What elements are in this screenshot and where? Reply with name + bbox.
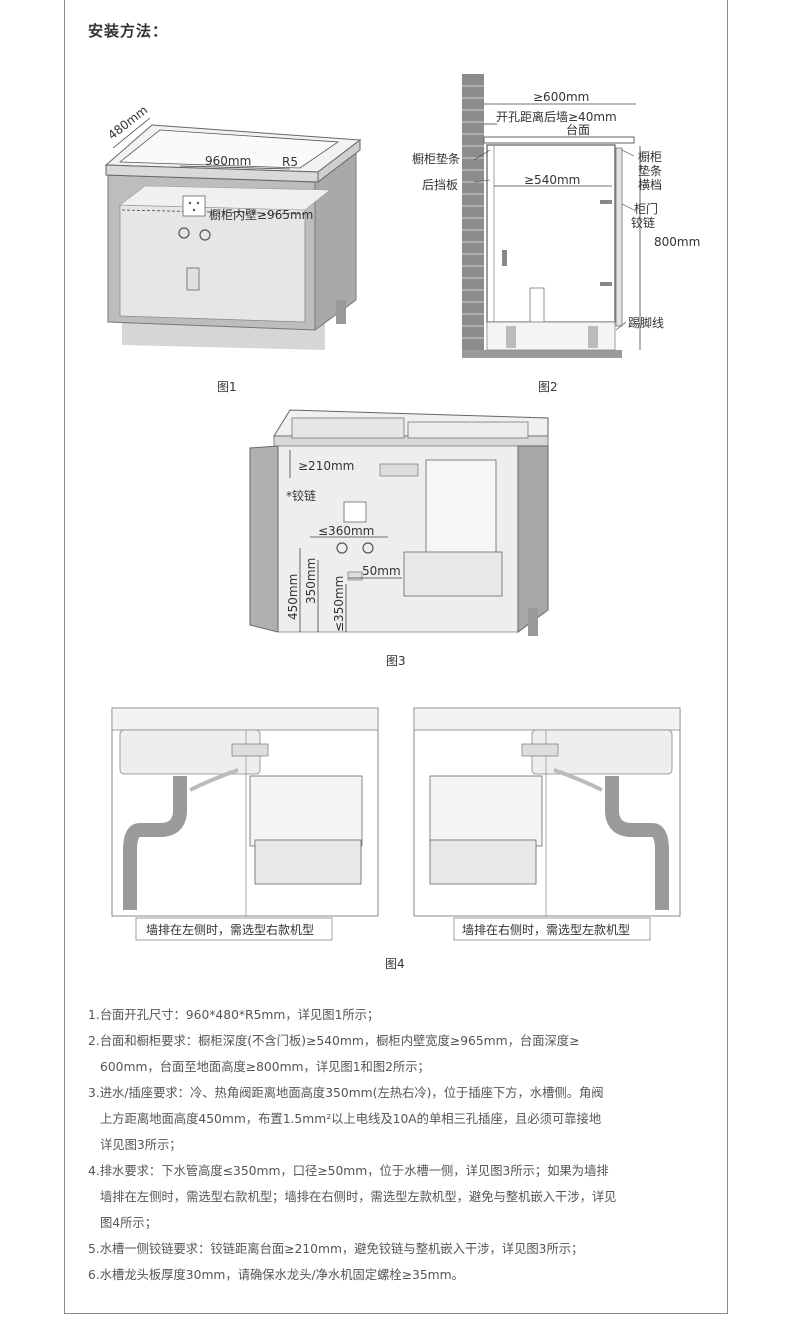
- figure-4-right: 墙排在右侧时，需选型左款机型: [413, 707, 681, 941]
- fig2-caption: 图2: [538, 380, 558, 394]
- note-2b: 600mm，台面至地面高度≥800mm，详见图1和图2所示；: [100, 1060, 430, 1074]
- fig3-caption: 图3: [386, 654, 406, 668]
- fig4-caption: 图4: [385, 957, 405, 971]
- fig1-width-label: 960mm: [205, 154, 251, 168]
- fig2-pad-right2: 垫条: [638, 163, 662, 178]
- fig2-depth540-label: ≥540mm: [524, 173, 580, 187]
- note-4a: 4.排水要求：下水管高度≤350mm，口径≥50mm，位于水槽一侧，详见图3所示…: [88, 1164, 609, 1178]
- fig3-d350: ≤350mm: [332, 576, 346, 632]
- fig3-hinge-dist: ≥210mm: [298, 459, 354, 473]
- fig2-back-panel-label: 后挡板: [422, 178, 458, 192]
- figure-1: 480mm 960mm R5 橱柜内壁≥965mm: [104, 103, 362, 350]
- note-6: 6.水槽龙头板厚度30mm，请确保水龙头/净水机固定螺栓≥35mm。: [88, 1268, 464, 1282]
- fig2-countertop-label: 台面: [566, 122, 590, 137]
- note-3c: 详见图3所示；: [100, 1138, 182, 1152]
- note-2a: 2.台面和橱柜要求：橱柜深度(不含门板)≥540mm，橱柜内壁宽度≥965mm，…: [88, 1034, 580, 1048]
- note-3b: 上方距离地面高度450mm，布置1.5mm²以上电线及10A的单相三孔插座，且必…: [100, 1112, 602, 1126]
- figures-canvas: 480mm 960mm R5 橱柜内壁≥965mm: [104, 74, 700, 941]
- fig2-door: 柜门: [634, 201, 658, 216]
- page-title: 安装方法：: [88, 22, 169, 40]
- fig3-h350: 350mm: [304, 558, 318, 604]
- fig1-caption: 图1: [217, 380, 237, 394]
- figure-3: ≥210mm *铰链 ≤360mm 450mm 350mm 50mm ≤350m…: [249, 409, 549, 636]
- fig4-left-label: 墙排在左侧时，需选型右款机型: [146, 922, 314, 937]
- fig2-kick: 踢脚线: [628, 315, 664, 330]
- fig1-radius-label: R5: [282, 155, 298, 169]
- fig2-hole-label: 开孔距离后墙≥40mm: [496, 109, 617, 124]
- fig3-hinge-label: *铰链: [286, 488, 316, 503]
- note-5: 5.水槽一侧铰链要求：铰链距离台面≥210mm，避免铰链与整机嵌入干涉，详见图3…: [88, 1242, 584, 1256]
- fig4-right-label: 墙排在右侧时，需选型左款机型: [462, 922, 630, 937]
- fig3-w360: ≤360mm: [318, 524, 374, 538]
- content-frame: [64, 0, 728, 1314]
- fig2-pad-left-label: 橱柜垫条: [412, 151, 460, 166]
- figure-4-left: 墙排在左侧时，需选型右款机型: [111, 707, 379, 941]
- figure-2: ≥600mm 开孔距离后墙≥40mm 台面 橱柜垫条 后挡板 ≥540mm 橱柜…: [412, 74, 700, 358]
- fig2-pad-right1: 橱柜: [638, 150, 662, 164]
- note-4c: 图4所示；: [100, 1216, 158, 1230]
- fig3-h450: 450mm: [286, 574, 300, 620]
- fig2-counter-depth: ≥600mm: [533, 90, 589, 104]
- installation-notes: 1.台面开孔尺寸：960*480*R5mm，详见图1所示； 2.台面和橱柜要求：…: [88, 1002, 708, 1288]
- fig3-d50: 50mm: [362, 564, 401, 578]
- fig2-height: 800mm: [654, 235, 700, 249]
- fig1-inner-label: 橱柜内壁≥965mm: [209, 207, 313, 222]
- note-4b: 墙排在左侧时，需选型右款机型；墙排在右侧时，需选型左款机型，避免与整机嵌入干涉，…: [100, 1190, 617, 1204]
- note-1: 1.台面开孔尺寸：960*480*R5mm，详见图1所示；: [88, 1008, 380, 1022]
- fig2-hinge: 铰链: [631, 215, 655, 230]
- fig2-crossbar: 横档: [638, 178, 662, 192]
- note-3a: 3.进水/插座要求：冷、热角阀距离地面高度350mm(左热右冷)，位于插座下方，…: [88, 1086, 604, 1100]
